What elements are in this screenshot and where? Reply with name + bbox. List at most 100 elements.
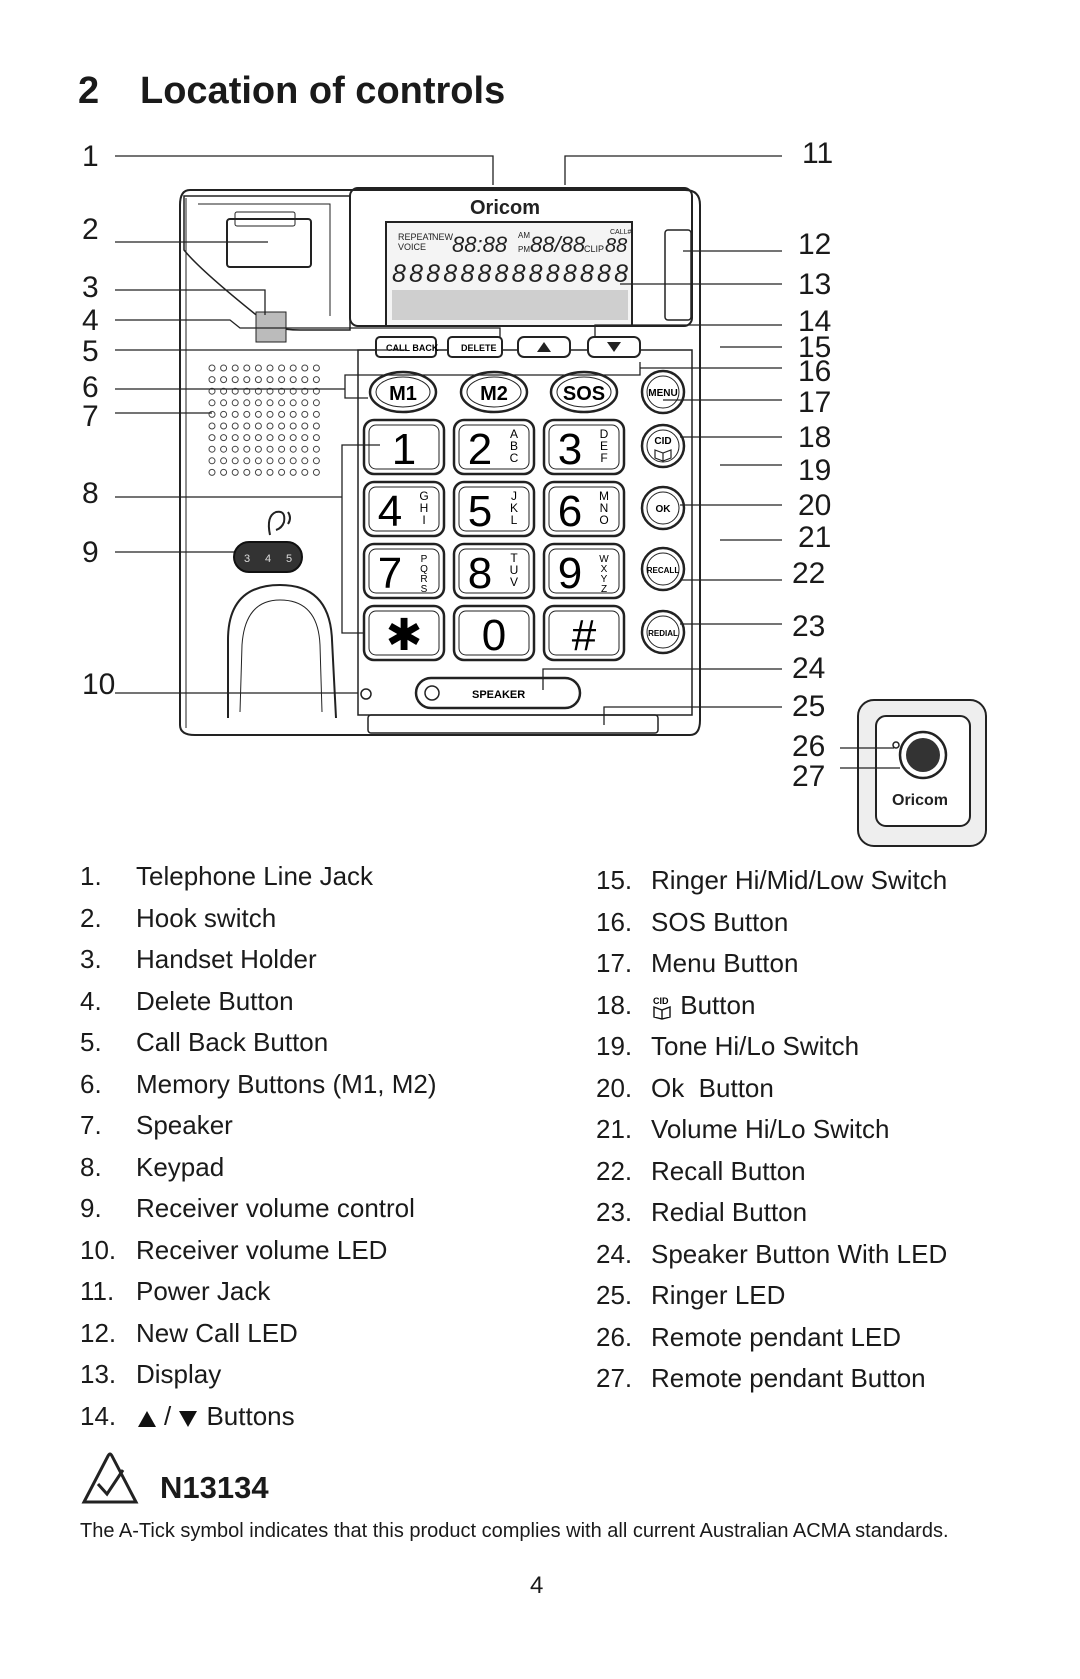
hearing-aid-icon [267,510,291,536]
lcd-new: NEW [432,232,454,242]
legend-label: Menu Button [651,948,799,978]
legend-item: 25.Ringer LED [596,1275,947,1317]
callout-number-22: 22 [792,557,825,590]
legend-item: 22.Recall Button [596,1151,947,1193]
side-button-label: OK [656,504,672,515]
legend-number: 7. [80,1110,102,1140]
callout-number-23: 23 [792,610,825,643]
key-7[interactable] [362,542,446,600]
grille-hole [266,364,274,372]
side-button-rim [646,429,680,463]
key-digit: 0 [482,611,506,660]
svg-text:CID: CID [653,996,669,1006]
key-11[interactable] [452,604,536,662]
grille-hole [278,468,286,476]
legend-item: 7.Speaker [80,1105,437,1147]
callout-lines [115,155,900,769]
callout-number-12: 12 [798,228,831,261]
side-button-label: RECALL [647,566,680,575]
key-1[interactable] [362,418,446,476]
delete-key[interactable] [447,336,503,358]
key-letter: R [420,574,427,585]
memory-button-sos[interactable] [549,370,619,414]
grille-hole [231,399,239,407]
speaker-button[interactable]: SPEAKER [414,676,582,710]
side-button-rim [646,491,680,525]
legend-number: 14. [80,1400,117,1431]
grille-hole [208,468,216,476]
grille-hole [266,457,274,465]
key-bevel [458,486,530,532]
up-arrow-icon [537,342,551,352]
legend-label: Recall Button [651,1155,806,1186]
key-letter: D [600,427,609,441]
side-button-recall[interactable] [640,546,686,592]
legend-number: 18. [596,989,633,1020]
grille-hole [208,376,216,384]
legend-label: Keypad [136,1151,225,1182]
side-button-redial[interactable] [640,609,686,655]
grille-hole [220,376,228,384]
call-back-key[interactable] [375,336,437,358]
grille-hole [312,468,320,476]
legend-item: 12.New Call LED [80,1313,437,1355]
key-4[interactable] [362,480,446,538]
legend-number: 9. [80,1193,102,1223]
grille-hole [312,376,320,384]
callout-number-16: 16 [798,355,831,388]
side-button-menu[interactable] [640,369,686,415]
grille-hole [301,399,309,407]
side-button-label: MENU [648,388,677,399]
side-button-ok[interactable] [640,485,686,531]
legend-label: Remote pendant LED [651,1321,902,1352]
legend-item: 14./ Buttons [80,1396,437,1438]
grille-hole [208,445,216,453]
grille-hole [289,364,297,372]
key-letter: O [599,513,608,527]
memory-button-m1[interactable] [368,370,438,414]
grille-hole [312,422,320,430]
side-button-cid[interactable] [640,423,686,469]
grille-hole [266,387,274,395]
down-triangle-icon [179,1410,198,1427]
receiver-volume-control[interactable]: 3 4 5 [233,541,303,573]
grille-hole [243,410,251,418]
legend-number: 17. [596,948,633,978]
call-back-key-label: CALL BACK [386,343,439,353]
legend-item: 15.Ringer Hi/Mid/Low Switch [596,860,947,902]
brand-logo: Oricom [470,197,540,219]
key-letter: E [600,439,608,453]
grille-hole [231,387,239,395]
key-5[interactable] [452,480,536,538]
legend-label: Call Back Button [136,1027,329,1057]
lcd-pm: PM [518,245,530,254]
legend-item: 24.Speaker Button With LED [596,1234,947,1276]
key-6[interactable] [542,480,626,538]
grille-hole [266,468,274,476]
legend-number: 21. [596,1114,633,1144]
key-12[interactable] [542,604,626,662]
key-9[interactable] [542,542,626,600]
legend-number: 10. [80,1234,117,1265]
key-bevel [458,424,530,470]
a-tick-footnote: The A-Tick symbol indicates that this pr… [80,1520,949,1542]
callout-number-15: 15 [798,331,831,364]
key-bevel [548,486,620,532]
key-3[interactable] [542,418,626,476]
grille-hole [254,422,262,430]
grille-hole [254,434,262,442]
memory-button-m2[interactable] [459,370,529,414]
up-triangle-icon [138,1410,156,1427]
grille-hole [266,399,274,407]
section-title: Location of controls [140,70,506,112]
grille-hole [312,387,320,395]
legend-number: 8. [80,1151,102,1182]
legend-item: 2.Hook switch [80,898,437,940]
grille-hole [289,376,297,384]
legend-number: 5. [80,1027,102,1057]
key-8[interactable] [452,542,536,600]
key-digit: 4 [378,487,402,536]
key-2[interactable] [452,418,536,476]
legend-item: 13.Display [80,1354,437,1396]
